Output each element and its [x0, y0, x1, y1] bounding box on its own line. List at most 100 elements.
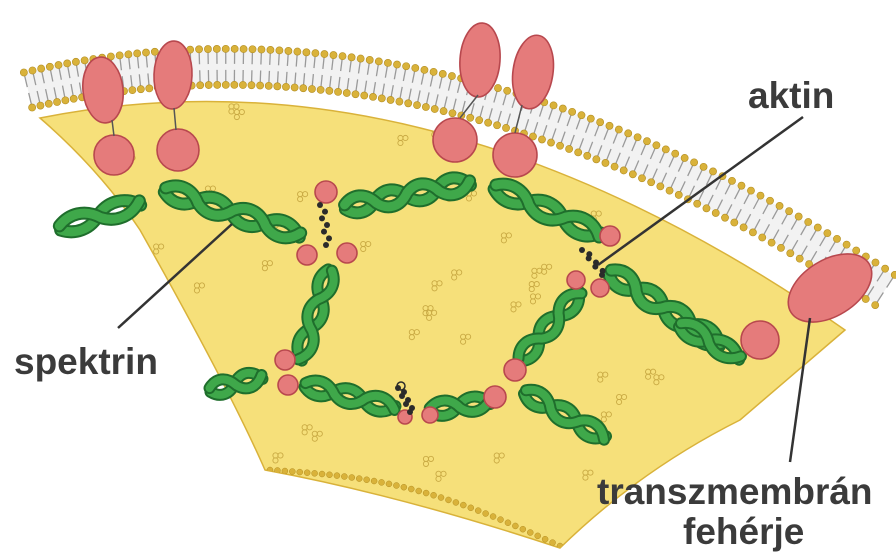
- lipid-head: [700, 163, 707, 170]
- lipid-head: [747, 187, 754, 194]
- lipid-head: [430, 68, 437, 75]
- lipid-head: [248, 82, 255, 89]
- texture-granule: [230, 521, 235, 526]
- lipid-head: [648, 179, 655, 186]
- lipid-head: [606, 122, 613, 129]
- lipid-head: [195, 46, 202, 53]
- lipid-head: [615, 126, 622, 133]
- edge-bead: [498, 517, 504, 523]
- lipid-head: [872, 302, 879, 309]
- lipid-head: [550, 102, 557, 109]
- protein-ball: [422, 407, 438, 423]
- lipid-head: [282, 83, 289, 90]
- texture-granule: [165, 495, 170, 500]
- lipid-head: [653, 142, 660, 149]
- lipid-head: [634, 134, 641, 141]
- lipid-head: [694, 200, 701, 207]
- texture-granule: [147, 269, 152, 274]
- lipid-head: [657, 183, 664, 190]
- lipid-head: [882, 265, 889, 272]
- lipid-head: [267, 46, 274, 53]
- lipid-head: [197, 82, 204, 89]
- lipid-head: [204, 45, 211, 52]
- texture-granule: [113, 420, 118, 425]
- lipid-head: [843, 241, 850, 248]
- texture-granule: [170, 495, 175, 500]
- lipid-head: [638, 175, 645, 182]
- lipid-head: [146, 85, 153, 92]
- lipid-head: [547, 139, 554, 146]
- actin-bead: [599, 272, 605, 278]
- lipid-head: [369, 93, 376, 100]
- lipid-head: [672, 150, 679, 157]
- lipid-head: [559, 105, 566, 112]
- lipid-head: [872, 259, 879, 266]
- texture-granule: [235, 521, 240, 526]
- edge-bead: [386, 481, 392, 487]
- lipid-head: [476, 117, 483, 124]
- texture-granule: [801, 171, 806, 176]
- edge-bead: [282, 468, 288, 474]
- texture-granule: [112, 251, 117, 256]
- lipid-head: [833, 235, 840, 242]
- lipid-head: [240, 45, 247, 52]
- protein-ball: [741, 321, 779, 359]
- lipid-head: [53, 98, 60, 105]
- lipid-head: [64, 60, 71, 67]
- texture-granule: [142, 269, 147, 274]
- label-aktin: aktin: [748, 77, 834, 114]
- protein-ball: [504, 359, 526, 381]
- lipid-head: [45, 100, 52, 107]
- lipid-head: [805, 218, 812, 225]
- edge-bead: [550, 540, 556, 546]
- lipid-head: [72, 58, 79, 65]
- lipid-head: [405, 100, 412, 107]
- actin-bead: [324, 222, 330, 228]
- actin-bead: [586, 255, 592, 261]
- edge-bead: [341, 474, 347, 480]
- lipid-head: [666, 187, 673, 194]
- lipid-head: [396, 98, 403, 105]
- lipid-head: [662, 146, 669, 153]
- protein-ball: [278, 375, 298, 395]
- edge-bead: [267, 467, 273, 473]
- edge-bead: [445, 497, 451, 503]
- lipid-head: [440, 107, 447, 114]
- lipid-head: [357, 55, 364, 62]
- lipid-head: [538, 136, 545, 143]
- lipid-head: [222, 45, 229, 52]
- lipid-head: [308, 85, 315, 92]
- texture-granule: [284, 476, 289, 481]
- texture-granule: [172, 528, 177, 533]
- lipid-head: [709, 168, 716, 175]
- texture-granule: [197, 436, 202, 441]
- edge-bead: [453, 499, 459, 505]
- spectrin-filament: [58, 195, 143, 236]
- actin-bead: [317, 202, 323, 208]
- protein-ball: [600, 226, 620, 246]
- lipid-head: [625, 130, 632, 137]
- lipid-head: [361, 92, 368, 99]
- lipid-head: [37, 102, 44, 109]
- lipid-head: [891, 271, 896, 278]
- lipid-head: [504, 87, 511, 94]
- edge-bead: [438, 495, 444, 501]
- lipid-head: [494, 84, 501, 91]
- lipid-head: [485, 119, 492, 126]
- lipid-head: [55, 61, 62, 68]
- actin-bead: [592, 264, 598, 270]
- lipid-head: [214, 81, 221, 88]
- texture-granule: [118, 420, 123, 425]
- edge-bead: [319, 471, 325, 477]
- lipid-head: [439, 70, 446, 77]
- lipid-head: [312, 50, 319, 57]
- actin-bead: [407, 409, 413, 415]
- edge-bead: [297, 469, 303, 475]
- lipid-head: [330, 51, 337, 58]
- lipid-head: [125, 51, 132, 58]
- lipid-head: [46, 63, 53, 70]
- edge-bead: [364, 477, 370, 483]
- edge-bead: [483, 511, 489, 517]
- edge-bead: [505, 520, 511, 526]
- texture-granule: [142, 274, 147, 279]
